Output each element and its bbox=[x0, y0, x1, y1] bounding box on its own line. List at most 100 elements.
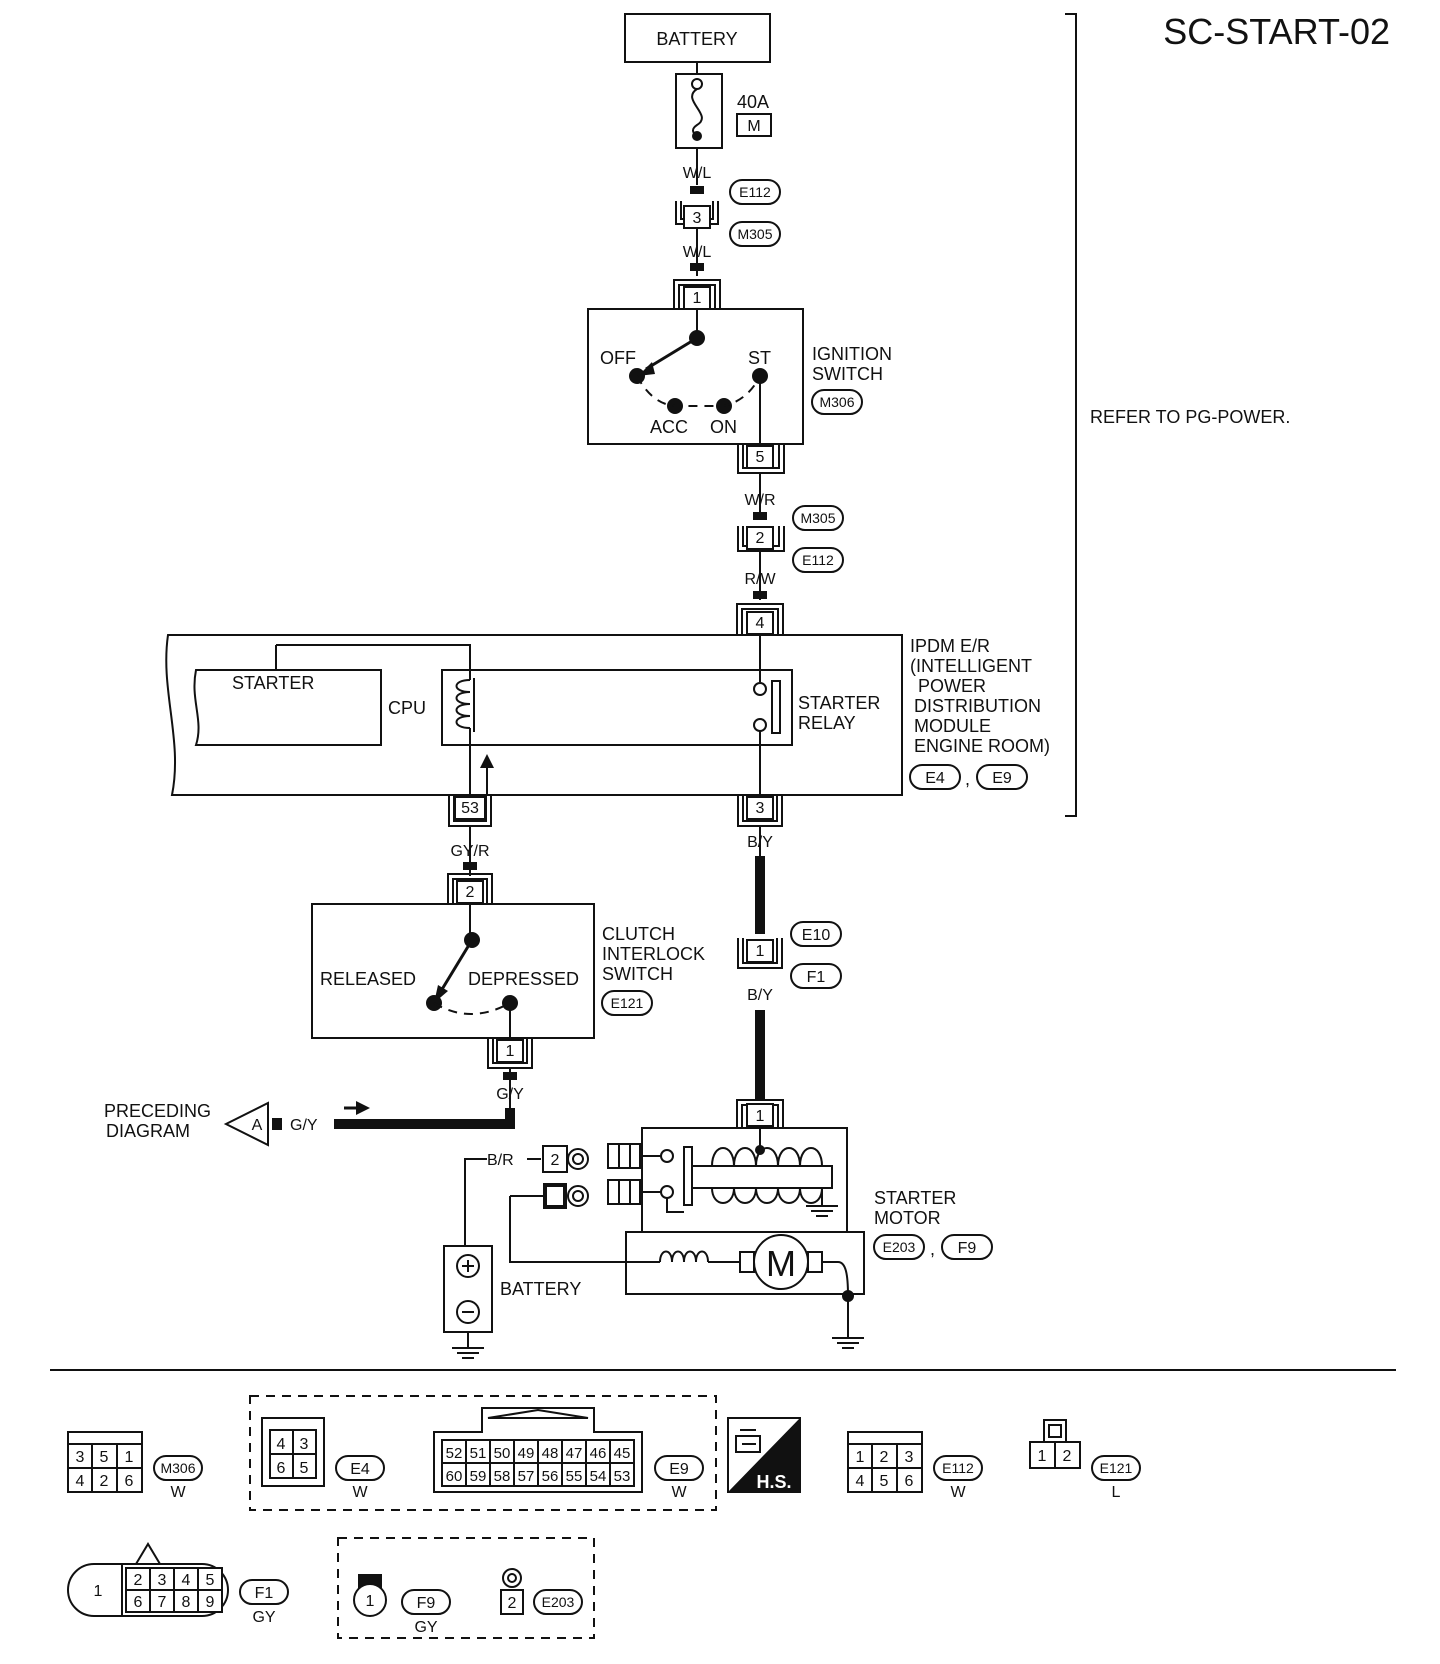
m306-cell: 6 bbox=[125, 1473, 134, 1490]
connector-m306-label: M306 bbox=[819, 394, 854, 410]
ignition-label-line1: IGNITION bbox=[812, 344, 892, 364]
clutch-label-line1: CLUTCH bbox=[602, 924, 675, 944]
wire-w2: W/L bbox=[683, 244, 712, 261]
connector-f9-label: F9 bbox=[958, 1240, 977, 1257]
ignition-connector-pin-5: 5 bbox=[737, 444, 785, 474]
clutch-label-line2: INTERLOCK bbox=[602, 944, 705, 964]
e121-cell: 2 bbox=[1063, 1448, 1072, 1465]
e9-cell: 58 bbox=[494, 1468, 511, 1485]
ipdm-starter-label: STARTER bbox=[232, 673, 314, 693]
e112-cell: 4 bbox=[856, 1473, 865, 1490]
starter-relay-label-line2: RELAY bbox=[798, 713, 856, 733]
pin-1-starter: 1 bbox=[756, 1108, 765, 1125]
e9-cell: 52 bbox=[446, 1445, 463, 1462]
clutch-connector-pin-1: 1 bbox=[487, 1038, 533, 1069]
diagram-title: SC-START-02 bbox=[1163, 11, 1390, 52]
clutch-interlock-switch: RELEASED DEPRESSED bbox=[311, 903, 595, 1039]
ipdm-cpu-label: CPU bbox=[388, 698, 426, 718]
preceding-diagram-marker: A PRECEDING DIAGRAM bbox=[104, 1101, 269, 1147]
e4-cell: 4 bbox=[277, 1436, 286, 1453]
ipdm-label-line3: POWER bbox=[918, 676, 986, 696]
hs-badge-icon: H.S. bbox=[727, 1417, 801, 1493]
wire-w10: B/R bbox=[487, 1152, 514, 1169]
connector-view-e112: 1 2 3 4 5 6 E112 W bbox=[847, 1431, 983, 1501]
e4-name: E4 bbox=[350, 1461, 370, 1478]
connector-view-e121: 1 2 E121 L bbox=[1029, 1419, 1141, 1501]
connector-group-f9-e203 bbox=[337, 1537, 595, 1639]
f1-cell: 1 bbox=[94, 1583, 103, 1600]
pin-53: 53 bbox=[461, 800, 479, 817]
label-separator-2: , bbox=[930, 1239, 935, 1259]
m306-name: M306 bbox=[160, 1460, 195, 1476]
clutch-label-line3: SWITCH bbox=[602, 964, 673, 984]
f9-name: F9 bbox=[417, 1595, 436, 1612]
e9-cell: 46 bbox=[590, 1445, 607, 1462]
battery-bottom: BATTERY bbox=[443, 1245, 581, 1359]
pin-1-e10: 1 bbox=[756, 943, 765, 960]
connector-label-e112: E112 bbox=[729, 179, 781, 205]
reference-bracket: REFER TO PG-POWER. bbox=[1065, 13, 1290, 817]
e9-cell: 51 bbox=[470, 1445, 487, 1462]
connector-f1-label: F1 bbox=[807, 969, 826, 986]
e9-cell: 59 bbox=[470, 1468, 487, 1485]
e9-cell: 55 bbox=[566, 1468, 583, 1485]
ignition-switch: OFF ST ACC ON bbox=[587, 308, 804, 445]
e112-color: W bbox=[950, 1484, 966, 1501]
f1-cell: 8 bbox=[182, 1594, 191, 1611]
e9-cell: 57 bbox=[518, 1468, 535, 1485]
e203-name: E203 bbox=[542, 1594, 575, 1610]
wire-w1: W/L bbox=[683, 165, 712, 182]
ipdm-label: IPDM E/R (INTELLIGENT POWER DISTRIBUTION… bbox=[909, 636, 1050, 790]
f1-cell: 5 bbox=[206, 1572, 215, 1589]
ipdm-er-module: STARTER CPU STARTER RELAY bbox=[165, 634, 903, 796]
fuse-40a: 40A M bbox=[675, 73, 772, 149]
starter-motor: M bbox=[509, 1127, 865, 1349]
f1-cell: 6 bbox=[134, 1594, 143, 1611]
e203-cell: 2 bbox=[508, 1595, 517, 1612]
battery-top-label: BATTERY bbox=[656, 29, 737, 49]
ignition-acc: ACC bbox=[650, 417, 688, 437]
f1-color: GY bbox=[252, 1609, 275, 1626]
connector-label-e10: E10 bbox=[790, 921, 842, 947]
connector-label-e112-b: E112 bbox=[792, 547, 844, 573]
connector-label-m305: M305 bbox=[729, 221, 781, 247]
connector-view-e203: 2 E203 bbox=[500, 1568, 583, 1615]
ignition-switch-label: IGNITION SWITCH M306 bbox=[811, 344, 892, 415]
ignition-st: ST bbox=[748, 348, 771, 368]
battery-top: BATTERY bbox=[624, 13, 771, 63]
starter-motor-connector-pin-1: 1 bbox=[736, 1099, 784, 1128]
e9-cell: 48 bbox=[542, 1445, 559, 1462]
connector-view-e4: 4 3 6 5 E4 W bbox=[261, 1417, 385, 1501]
pin-1-clutch: 1 bbox=[506, 1043, 515, 1060]
clutch-released: RELEASED bbox=[320, 969, 416, 989]
e112-cell: 5 bbox=[880, 1473, 889, 1490]
e9-cell: 50 bbox=[494, 1445, 511, 1462]
fuse-rating: 40A bbox=[737, 92, 769, 112]
ignition-off: OFF bbox=[600, 348, 636, 368]
e112-cell: 1 bbox=[856, 1449, 865, 1466]
e9-cell: 53 bbox=[614, 1468, 631, 1485]
e9-color: W bbox=[671, 1484, 687, 1501]
ignition-connector-pin-1: 1 bbox=[673, 279, 721, 310]
connector-m305-label: M305 bbox=[737, 226, 772, 242]
f1-name: F1 bbox=[255, 1585, 274, 1602]
e9-cell: 45 bbox=[614, 1445, 631, 1462]
connector-label-f1: F1 bbox=[790, 963, 842, 989]
preceding-diagram-line1: PRECEDING bbox=[104, 1101, 211, 1121]
clutch-switch-label: CLUTCH INTERLOCK SWITCH E121 bbox=[601, 924, 705, 1016]
f9-cell: 1 bbox=[366, 1593, 375, 1610]
f1-cell: 2 bbox=[134, 1572, 143, 1589]
connector-view-f9: 1 F9 GY bbox=[353, 1574, 451, 1636]
pin-2-terminal: 2 bbox=[551, 1152, 560, 1169]
e9-cell: 49 bbox=[518, 1445, 535, 1462]
connector-e10-label: E10 bbox=[802, 927, 831, 944]
ipdm-connector-pin-3: 3 bbox=[737, 796, 783, 827]
battery-bottom-label: BATTERY bbox=[500, 1279, 581, 1299]
e9-cell: 56 bbox=[542, 1468, 559, 1485]
m306-cell: 5 bbox=[100, 1449, 109, 1466]
preceding-marker-letter: A bbox=[252, 1117, 263, 1134]
connector-view-m306: 3 5 1 4 2 6 M306 W bbox=[67, 1431, 203, 1501]
wire-w4: R/W bbox=[744, 571, 776, 588]
